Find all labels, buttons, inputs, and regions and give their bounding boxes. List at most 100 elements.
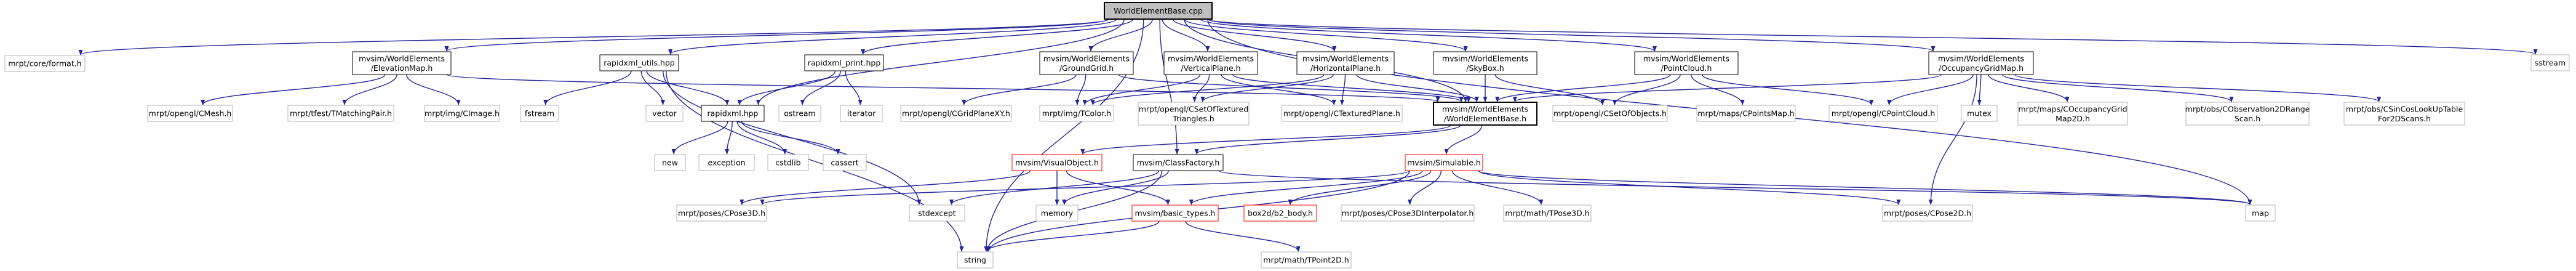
- edge-groundgrid-tcolor: [1075, 74, 1087, 105]
- node-simulable[interactable]: mvsim/Simulable.h: [1405, 154, 1483, 171]
- edge-horizplane-ctexplane: [1339, 74, 1346, 105]
- node-box-vertplane[interactable]: [1163, 51, 1258, 75]
- node-print[interactable]: rapidxml_print.hpp: [804, 54, 884, 71]
- node-tmatch: mrpt/tfest/TMatchingPair.h: [287, 105, 394, 122]
- edge-classfactory-memory: [1062, 170, 1169, 205]
- node-box-stdexcept: [909, 204, 965, 222]
- edge-skybox-csetobj: [1494, 74, 1605, 105]
- node-box-elevmap[interactable]: [352, 51, 452, 75]
- node-box-classfactory[interactable]: [1133, 154, 1224, 171]
- node-vertplane[interactable]: mvsim/WorldElements/VerticalPlane.h: [1163, 51, 1258, 75]
- edge-pointcloud-cptcloud: [1701, 74, 1874, 105]
- node-label-format: mrpt/core/format.h: [8, 59, 81, 68]
- node-label-memory: memory: [1041, 209, 1074, 218]
- node-exception: exception: [698, 154, 755, 171]
- node-utils[interactable]: rapidxml_utils.hpp: [599, 54, 679, 71]
- node-format: mrpt/core/format.h: [4, 55, 86, 72]
- edge-basictypes-tpoint2d: [1185, 220, 1301, 252]
- node-box-utils[interactable]: [599, 54, 679, 71]
- node-box-basictypes[interactable]: [1131, 204, 1219, 222]
- node-label-cptcloud: mrpt/opengl/CPointCloud.h: [1832, 109, 1936, 118]
- edge-simulable-cpose3dinterp: [1408, 170, 1442, 205]
- edge-rapidxml-exception: [725, 121, 733, 155]
- node-elevmap[interactable]: mvsim/WorldElements/ElevationMap.h: [352, 51, 452, 75]
- node-box-iterator: [840, 105, 883, 122]
- node-label-rapidxml: rapidxml.hpp: [708, 109, 759, 118]
- node-box-horizplane[interactable]: [1296, 51, 1395, 75]
- node-label-basictypes: mvsim/basic_types.h: [1135, 209, 1216, 218]
- node-box-fstream: [520, 105, 559, 122]
- node-label-ctexplane: mrpt/opengl/CTexturedPlane.h: [1283, 109, 1400, 118]
- node-label-fstream: fstream: [525, 109, 554, 118]
- node-label-csetobj: mrpt/opengl/CSetOfObjects.h: [1553, 109, 1667, 118]
- edge-print-ostream: [800, 70, 841, 105]
- edge-utils-vector: [640, 70, 666, 105]
- edge-elevmap-cmesh: [201, 74, 386, 105]
- edge-groundgrid-webase_h: [1118, 74, 1464, 102]
- node-box-pointcloud[interactable]: [1634, 51, 1739, 75]
- node-classfactory[interactable]: mvsim/ClassFactory.h: [1133, 154, 1224, 171]
- node-basictypes[interactable]: mvsim/basic_types.h: [1131, 204, 1219, 222]
- edge-webase_h-simulable: [1444, 124, 1483, 155]
- node-box-mutex: [1961, 105, 1998, 122]
- node-box-stringbox: [957, 251, 994, 269]
- node-box-skybox[interactable]: [1433, 51, 1537, 75]
- node-box-cmesh: [147, 105, 233, 122]
- node-stdexcept: stdexcept: [909, 204, 965, 222]
- node-box-groundgrid[interactable]: [1039, 51, 1134, 75]
- node-box-simulable[interactable]: [1405, 154, 1483, 171]
- edge-occgrid-cpose2d: [1928, 74, 1977, 205]
- node-occgrid[interactable]: mvsim/WorldElements/OccupancyGridMap.h: [1928, 51, 2034, 75]
- node-label-utils: rapidxml_utils.hpp: [604, 59, 675, 68]
- node-box-visualobj[interactable]: [1011, 154, 1103, 171]
- node-box-rapidxml[interactable]: [701, 105, 765, 122]
- node-label-print: rapidxml_print.hpp: [808, 59, 881, 68]
- edge-occgrid-webase_h: [1513, 74, 1942, 102]
- node-box-webase_h[interactable]: [1433, 102, 1537, 126]
- node-box-newbox: [654, 154, 686, 171]
- node-box-occgrid[interactable]: [1928, 51, 2034, 75]
- node-box-root: [1104, 2, 1213, 20]
- edge-root-elevmap: [444, 18, 1109, 52]
- node-cstdlib: cstdlib: [767, 154, 809, 171]
- edge-print-iterator: [845, 70, 863, 105]
- node-label-stringbox: string: [964, 256, 986, 265]
- node-label-classfactory: mvsim/ClassFactory.h: [1137, 158, 1220, 168]
- edge-root-format: [79, 18, 1109, 55]
- node-skybox[interactable]: mvsim/WorldElements/SkyBox.h: [1433, 51, 1537, 75]
- edge-vertplane-ctexplane: [1221, 74, 1336, 105]
- node-pointcloud[interactable]: mvsim/WorldElements/PointCloud.h: [1634, 51, 1739, 75]
- node-label-simulable: mvsim/Simulable.h: [1407, 158, 1481, 168]
- node-label-b2body: box2d/b2_body.h: [1248, 209, 1313, 218]
- node-label-horizplane: mvsim/WorldElements/HorizontalPlane.h: [1302, 54, 1389, 73]
- node-rapidxml[interactable]: rapidxml.hpp: [701, 105, 765, 122]
- node-sstream: sstream: [2530, 54, 2570, 71]
- node-visualobj[interactable]: mvsim/VisualObject.h: [1011, 154, 1103, 171]
- node-cptcloud: mrpt/opengl/CPointCloud.h: [1828, 105, 1938, 122]
- edge-root-pointcloud: [1200, 18, 1657, 52]
- node-box-b2body[interactable]: [1243, 204, 1317, 222]
- edge-root-vertplane: [1162, 18, 1210, 52]
- node-b2body[interactable]: box2d/b2_body.h: [1243, 204, 1317, 222]
- node-label-iterator: iterator: [847, 109, 876, 118]
- node-box-csetobj: [1552, 105, 1668, 122]
- node-webase_h[interactable]: mvsim/WorldElements/WorldElementBase.h: [1433, 102, 1537, 126]
- node-root: WorldElementBase.cpp: [1104, 2, 1213, 20]
- node-label-skybox: mvsim/WorldElements/SkyBox.h: [1442, 54, 1528, 73]
- node-horizplane[interactable]: mvsim/WorldElements/HorizontalPlane.h: [1296, 51, 1395, 75]
- node-stringbox: string: [957, 251, 994, 269]
- edge-groundgrid-cgridplane: [962, 74, 1077, 105]
- node-label-tcolor: mrpt/img/TColor.h: [1042, 109, 1111, 118]
- node-ostream: ostream: [778, 105, 821, 122]
- node-cpose3d: mrpt/poses/CPose3D.h: [676, 204, 767, 222]
- node-label-groundgrid: mvsim/WorldElements/GroundGrid.h: [1043, 54, 1130, 73]
- node-groundgrid[interactable]: mvsim/WorldElements/GroundGrid.h: [1039, 51, 1134, 75]
- node-label-tmatch: mrpt/tfest/TMatchingPair.h: [290, 109, 392, 118]
- node-box-print[interactable]: [804, 54, 884, 71]
- node-mapbox: map: [2245, 204, 2276, 222]
